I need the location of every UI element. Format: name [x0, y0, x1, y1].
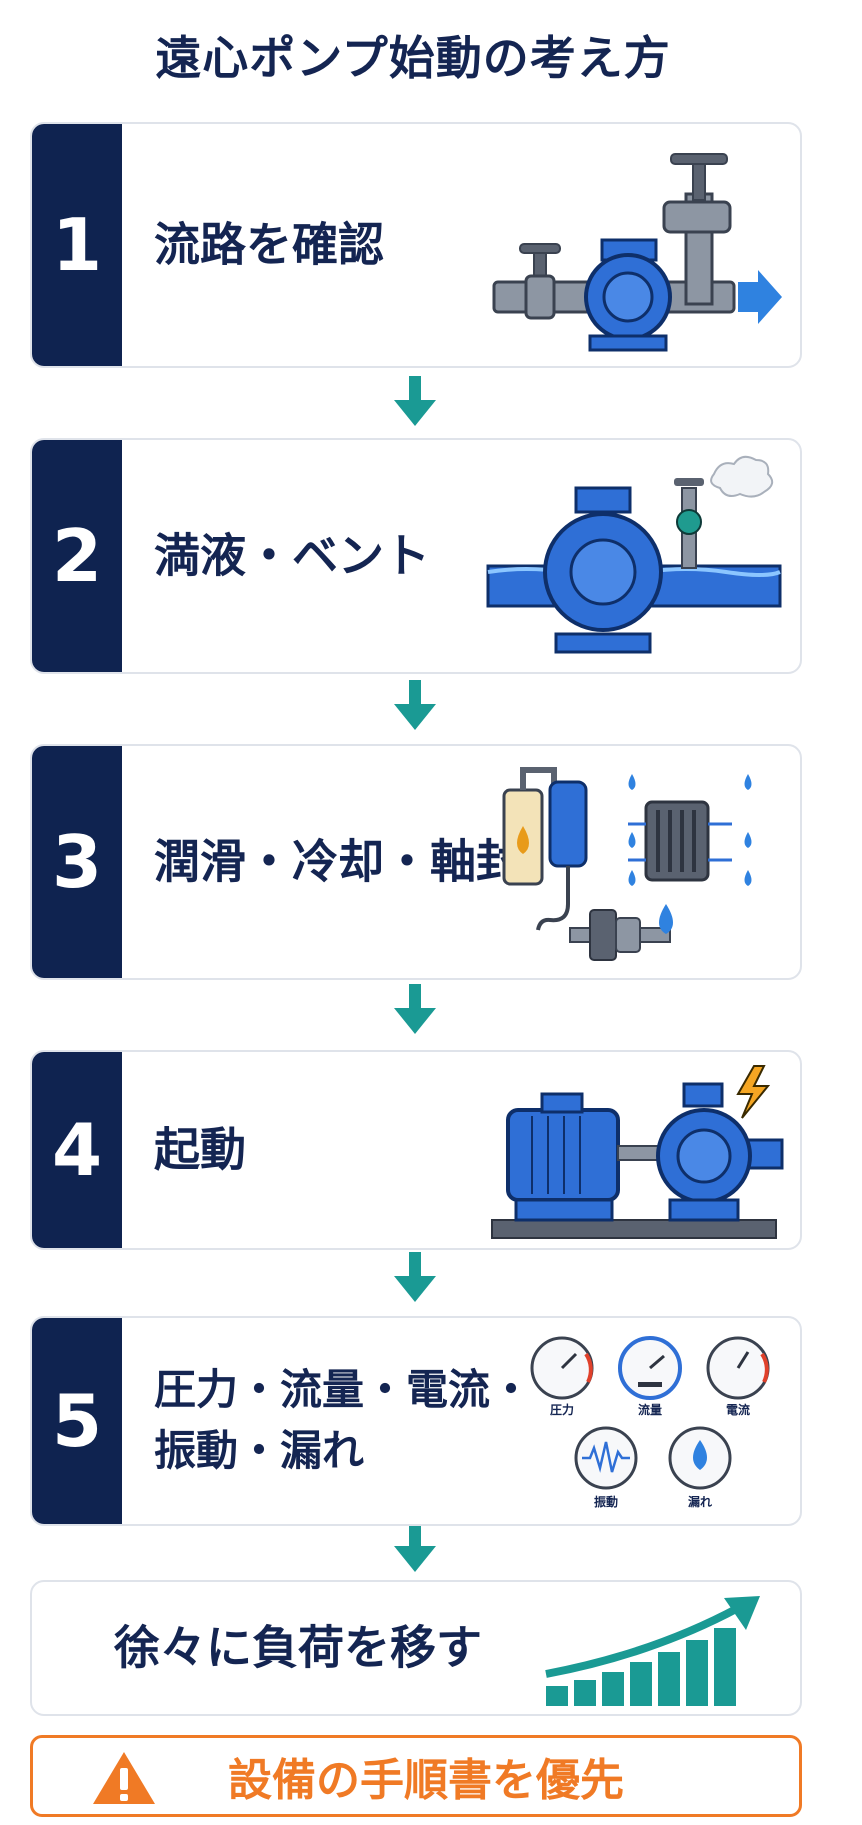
- gauge-label: 流量: [638, 1402, 662, 1417]
- step-number-badge: 3: [32, 746, 122, 978]
- lubrication-cooling-seal-illustration: [502, 767, 752, 961]
- leak-gauge-icon: 漏れ: [668, 1426, 732, 1509]
- step-card-2: 2 満液・ベント: [30, 438, 802, 674]
- pressure-gauge-icon: 圧力: [530, 1336, 594, 1417]
- warning-banner: 設備の手順書を優先: [30, 1735, 802, 1817]
- step-label: 圧力・流量・電流・ 振動・漏れ: [154, 1360, 532, 1482]
- step-number-badge: 4: [32, 1052, 122, 1248]
- down-arrow-icon: [394, 1526, 436, 1572]
- step-label: 満液・ベント: [154, 528, 430, 583]
- down-arrow-icon: [394, 1252, 436, 1302]
- pump-flow-path-illustration: [492, 153, 782, 352]
- down-arrow-icon: [394, 376, 436, 426]
- gauge-label: 漏れ: [688, 1494, 712, 1509]
- down-arrow-icon: [394, 984, 436, 1034]
- step-card-1: 1 流路を確認: [30, 122, 802, 368]
- step-label-line-2: 振動・漏れ: [154, 1426, 365, 1475]
- monitoring-gauges-illustration: 圧力 流量 電流 振動 漏れ: [530, 1336, 770, 1509]
- flow-gauge-icon: 流量: [618, 1336, 682, 1417]
- pump-vent-illustration: [486, 455, 782, 654]
- vibration-gauge-icon: 振動: [574, 1426, 638, 1509]
- step-number-badge: 2: [32, 440, 122, 672]
- gauge-label: 振動: [594, 1494, 618, 1509]
- current-gauge-icon: 電流: [706, 1336, 770, 1417]
- gauge-label: 圧力: [550, 1402, 574, 1417]
- final-step-label: 徐々に負荷を移す: [114, 1620, 482, 1675]
- step-label: 潤滑・冷却・軸封: [154, 834, 522, 889]
- step-number-badge: 5: [32, 1318, 122, 1524]
- rising-load-chart-icon: [545, 1596, 760, 1706]
- final-step-card: 徐々に負荷を移す: [30, 1580, 802, 1716]
- warning-text: 設備の手順書を優先: [228, 1755, 624, 1806]
- step-card-3: 3 潤滑・冷却・軸封: [30, 744, 802, 980]
- step-label: 起動: [154, 1122, 246, 1177]
- step-label-line-1: 圧力・流量・電流・: [154, 1365, 533, 1415]
- step-number-badge: 1: [32, 124, 122, 366]
- down-arrow-icon: [394, 680, 436, 730]
- page-title: 遠心ポンプ始動の考え方: [155, 31, 671, 85]
- step-card-4: 4 起動: [30, 1050, 802, 1250]
- step-card-5: 5 圧力・流量・電流・ 振動・漏れ 圧力 流量 電流 振動: [30, 1316, 802, 1526]
- warning-icon: [93, 1752, 155, 1804]
- gauge-label: 電流: [726, 1402, 750, 1417]
- step-label: 流路を確認: [154, 217, 384, 272]
- motor-pump-start-illustration: [491, 1065, 784, 1239]
